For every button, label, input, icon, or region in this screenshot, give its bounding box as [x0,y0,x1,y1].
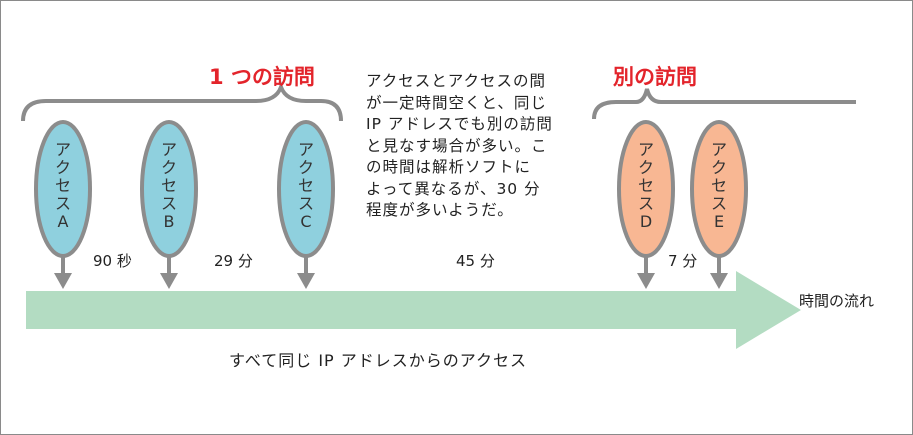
down-arrow-head [54,273,72,289]
explanation-line: よって異なるが、30 分 [366,179,541,198]
explanation-line: IP アドレスでも別の訪問 [366,115,553,133]
access-e-label: アクセスE [710,140,727,231]
timeline-arrow [26,271,801,349]
explanation-line: 程度が多いようだ。 [366,201,514,219]
access-oval [34,120,92,289]
down-arrow-head [297,273,315,289]
access-oval [617,120,675,289]
interval-b-c: 29 分 [214,252,253,270]
interval-d-e: 7 分 [668,252,698,270]
brace-one-visit [21,81,343,122]
group-label-another-visit: 別の訪問 [613,65,697,89]
brace-another-visit [592,88,856,120]
timeline-label: 時間の流れ [799,292,875,310]
explanation-line: と見なす場合が多い。こ [366,136,548,155]
access-oval [140,120,198,289]
explanation-line: が一定時間空くと、同じ [366,93,547,112]
explanation-text: アクセスとアクセスの間 が一定時間空くと、同じ IP アドレスでも別の訪問 と見… [366,71,553,222]
access-d-label: アクセスD [637,140,654,231]
group-label-one-visit: 1 つの訪問 [209,65,315,89]
access-a-label: アクセスA [54,140,71,231]
explanation-line: アクセスとアクセスの間 [366,72,546,90]
explanation-line: の時間は解析ソフトに [366,158,532,176]
access-oval [690,120,748,289]
down-arrow-head [710,273,728,289]
down-arrow-head [160,273,178,289]
caption: すべて同じ IP アドレスからのアクセス [229,351,527,370]
interval-a-b: 90 秒 [93,252,132,270]
access-oval [277,120,335,289]
access-b-label: アクセスB [160,140,177,231]
interval-c-d: 45 分 [456,252,495,270]
access-c-label: アクセスC [297,140,314,231]
down-arrow-head [637,273,655,289]
